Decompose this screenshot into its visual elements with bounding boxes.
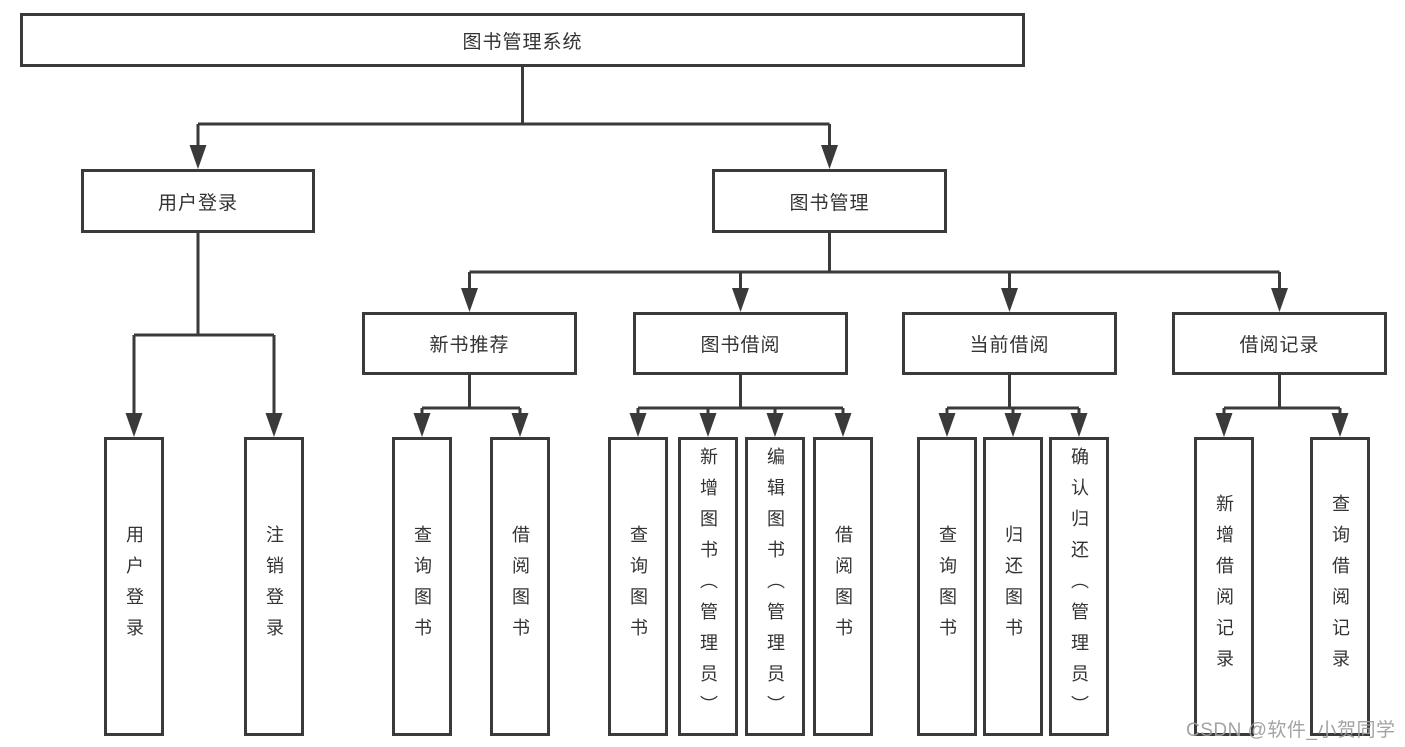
leaf-logout: 注销登录 bbox=[244, 437, 304, 736]
leaf-add-books-admin-label: 新增图书（管理员） bbox=[698, 447, 718, 726]
leaf-newbook-borrow-books: 借阅图书 bbox=[490, 437, 550, 736]
csdn-watermark: CSDN @软件_小贺同学 bbox=[1186, 720, 1396, 741]
node-root: 图书管理系统 bbox=[20, 13, 1025, 67]
leaf-return-books: 归还图书 bbox=[983, 437, 1043, 736]
leaf-borrow-books: 借阅图书 bbox=[813, 437, 873, 736]
leaf-confirm-return-admin-label: 确认归还（管理员） bbox=[1069, 447, 1089, 726]
node-book-management-label: 图书管理 bbox=[789, 192, 870, 214]
leaf-newbook-query-books-label: 查询图书 bbox=[412, 524, 432, 649]
node-current-borrow: 当前借阅 bbox=[902, 312, 1117, 375]
node-user-login-label: 用户登录 bbox=[157, 192, 238, 214]
leaf-return-books-label: 归还图书 bbox=[1003, 524, 1023, 649]
node-new-book-recommend: 新书推荐 bbox=[362, 312, 577, 375]
leaf-add-borrow-record-label: 新增借阅记录 bbox=[1214, 493, 1234, 680]
leaf-newbook-borrow-books-label: 借阅图书 bbox=[510, 524, 530, 649]
leaf-logout-label: 注销登录 bbox=[264, 524, 284, 649]
node-borrow-records: 借阅记录 bbox=[1172, 312, 1387, 375]
leaf-add-borrow-record: 新增借阅记录 bbox=[1194, 437, 1254, 736]
node-borrow-records-label: 借阅记录 bbox=[1239, 335, 1320, 356]
leaf-borrow-books-label: 借阅图书 bbox=[833, 524, 853, 649]
node-user-login: 用户登录 bbox=[81, 169, 315, 233]
leaf-borrow-query-books-label: 查询图书 bbox=[628, 524, 648, 649]
arrowheads bbox=[125, 145, 1349, 437]
node-book-management: 图书管理 bbox=[712, 169, 947, 233]
leaf-user-login: 用户登录 bbox=[104, 437, 164, 736]
node-root-label: 图书管理系统 bbox=[462, 31, 583, 53]
leaf-current-query-books-label: 查询图书 bbox=[937, 524, 957, 649]
leaf-add-books-admin: 新增图书（管理员） bbox=[678, 437, 738, 736]
leaf-user-login-label: 用户登录 bbox=[124, 524, 144, 649]
leaf-confirm-return-admin: 确认归还（管理员） bbox=[1049, 437, 1109, 736]
node-new-book-recommend-label: 新书推荐 bbox=[429, 335, 510, 356]
leaf-current-query-books: 查询图书 bbox=[917, 437, 977, 736]
node-book-borrow-label: 图书借阅 bbox=[700, 335, 781, 356]
leaf-query-borrow-record-label: 查询借阅记录 bbox=[1330, 493, 1350, 680]
leaf-borrow-query-books: 查询图书 bbox=[608, 437, 668, 736]
node-book-borrow: 图书借阅 bbox=[633, 312, 848, 375]
leaf-newbook-query-books: 查询图书 bbox=[392, 437, 452, 736]
node-current-borrow-label: 当前借阅 bbox=[969, 335, 1050, 356]
leaf-query-borrow-record: 查询借阅记录 bbox=[1310, 437, 1370, 736]
leaf-edit-books-admin: 编辑图书（管理员） bbox=[745, 437, 805, 736]
leaf-edit-books-admin-label: 编辑图书（管理员） bbox=[765, 447, 785, 726]
